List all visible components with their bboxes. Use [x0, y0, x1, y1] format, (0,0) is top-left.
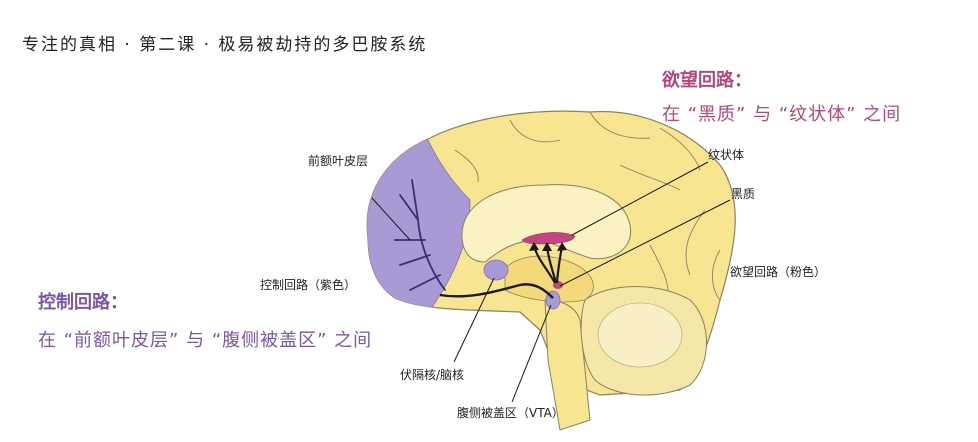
- desire-arrowheads: [529, 242, 567, 251]
- label-prefrontal-cortex: 前额叶皮层: [308, 154, 369, 168]
- thalamus: [504, 255, 594, 303]
- label-nucleus-accumbens: 伏隔核/脑核: [400, 368, 465, 382]
- desire-circuit-description: 在 “黑质” 与 “纹状体” 之间: [662, 104, 902, 125]
- page-title: 专注的真相 · 第二课 · 极易被劫持的多巴胺系统: [22, 35, 428, 55]
- desire-circuit-heading: 欲望回路：: [662, 70, 752, 91]
- prefrontal-region: [367, 139, 471, 311]
- control-pathway: [439, 283, 554, 299]
- gyri-lines: [454, 111, 721, 301]
- label-vta: 腹侧被盖区（VTA）: [457, 406, 564, 420]
- label-striatum: 纹状体: [708, 148, 745, 162]
- control-circuit-description: 在 “前额叶皮层” 与 “腹侧被盖区” 之间: [38, 330, 373, 351]
- label-control-circuit-purple: 控制回路（紫色）: [260, 278, 357, 292]
- leader-lines: [371, 161, 731, 403]
- nucleus-accumbens: [483, 259, 509, 281]
- striatum-region: [521, 232, 576, 245]
- label-desire-circuit-pink: 欲望回路（粉色）: [730, 265, 827, 279]
- cerebellum-core: [597, 302, 683, 368]
- label-substantia-nigra: 黑质: [731, 187, 756, 201]
- control-circuit-heading: 控制回路：: [38, 292, 128, 313]
- corpus-callosum: [461, 184, 632, 263]
